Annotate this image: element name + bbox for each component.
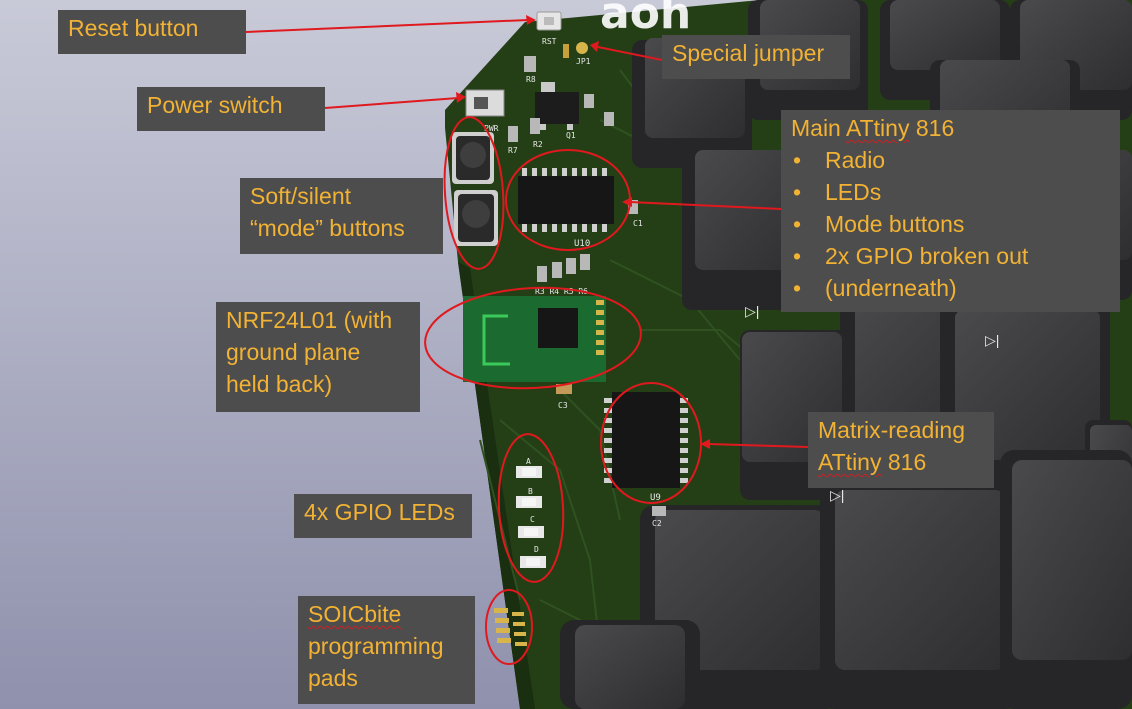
gpio-leds: A B C D [516, 457, 546, 568]
label-main-mcu-title: Main ATtiny 816 [791, 112, 1110, 144]
main-mcu-list: Radio LEDs Mode buttons 2x GPIO broken o… [791, 144, 1110, 304]
silk-jp1: JP1 [576, 57, 591, 66]
label-special-jumper: Special jumper [662, 35, 850, 79]
matrix-chip: ATtiny [818, 449, 882, 475]
keycap [820, 480, 1020, 709]
main-mcu-item: LEDs [791, 176, 1110, 208]
label-nrf-line: ground plane [226, 339, 361, 365]
keycap [560, 620, 700, 709]
diode-mark: ▷| [985, 332, 999, 348]
silk-led-b: B [528, 487, 533, 496]
main-attiny-u10: U10 [518, 168, 614, 249]
annotations [245, 15, 809, 665]
resistors-r3-r6 [537, 254, 590, 282]
capacitor-c1 [628, 200, 638, 214]
silk-c2: C2 [652, 519, 662, 528]
silk-r8: R8 [526, 75, 536, 84]
label-mode-buttons-line: “mode” buttons [250, 215, 405, 241]
highlight-mode-buttons [443, 116, 505, 270]
matrix-chip-suffix: 816 [881, 449, 927, 475]
diode-mark: ▷| [830, 487, 844, 503]
mode-button-bottom [454, 190, 498, 246]
label-gpio-leds: 4x GPIO LEDs [294, 494, 472, 538]
silk-led-a: A [526, 457, 531, 466]
label-soicbite: SOICbite programming pads [298, 596, 475, 704]
silk-r2: R2 [533, 140, 543, 149]
highlight-nrf [424, 286, 642, 390]
resistor-r8: R8 [524, 56, 536, 84]
transistor-q1: Q1 [535, 82, 579, 140]
label-power-switch: Power switch [137, 87, 325, 131]
matrix-attiny-u9: U9 [604, 392, 688, 503]
main-mcu-title-suffix: 816 [909, 115, 955, 141]
label-power-switch-text: Power switch [147, 92, 283, 118]
main-mcu-title-chip: ATtiny [845, 115, 910, 141]
label-nrf24l01: NRF24L01 (with ground plane held back) [216, 302, 420, 412]
label-matrix-line: ATtiny 816 [818, 446, 984, 478]
special-jumper-part: JP1 [563, 42, 591, 66]
highlight-u9 [600, 382, 702, 504]
diode-mark: ▷| [745, 303, 759, 319]
silk-c1: C1 [633, 219, 643, 228]
svg-text:aoh: aoh [600, 0, 691, 39]
label-mode-buttons-line: Soft/silent [250, 183, 351, 209]
resistor [604, 112, 614, 126]
arrow-power [324, 92, 466, 109]
silk-led-d: D [534, 545, 539, 554]
highlight-gpio-leds [497, 433, 565, 583]
arrow-matrix [700, 439, 809, 449]
silk-rst: RST [542, 37, 557, 46]
resistor-r2 [530, 118, 540, 134]
silk-r3-r6: R3 R4 R5 R6 [535, 287, 588, 296]
silk-led-c: C [530, 515, 535, 524]
main-mcu-item: Mode buttons [791, 208, 1110, 240]
arrow-jumper [590, 41, 663, 61]
silk-c3: C3 [558, 401, 568, 410]
label-soicbite-line: programming [308, 633, 444, 659]
highlight-soicbite [485, 589, 533, 665]
main-mcu-item: Radio [791, 144, 1110, 176]
label-soicbite-line: SOICbite [308, 601, 402, 627]
main-mcu-title-prefix: Main [791, 115, 846, 141]
resistor [584, 94, 594, 108]
nrf24l01-module [463, 296, 606, 382]
keycap [1000, 450, 1132, 709]
label-gpio-leds-text: 4x GPIO LEDs [304, 499, 455, 525]
label-matrix-line: Matrix-reading [818, 417, 965, 443]
soicbite-pads [494, 608, 527, 646]
label-matrix-mcu: Matrix-reading ATtiny 816 [808, 412, 994, 488]
silk-r7: R7 [508, 146, 518, 155]
arrow-main-mcu [622, 197, 782, 210]
capacitor-c3 [556, 384, 572, 394]
label-mode-buttons: Soft/silent “mode” buttons [240, 178, 443, 254]
label-reset-button: Reset button [58, 10, 246, 54]
label-main-mcu: Main ATtiny 816 Radio LEDs Mode buttons … [781, 110, 1120, 312]
components: RST JP1 R8 Q1 R2 R7 [452, 11, 688, 646]
silk-u10: U10 [574, 239, 590, 249]
label-soicbite-line: pads [308, 665, 358, 691]
capacitor-c2 [652, 506, 666, 516]
label-nrf-line: NRF24L01 (with [226, 307, 393, 333]
silk-q1: Q1 [566, 131, 576, 140]
reset-button-part: RST [536, 11, 562, 46]
main-mcu-item: 2x GPIO broken out [791, 240, 1110, 272]
main-mcu-item: (underneath) [791, 272, 1110, 304]
resistor-r7 [508, 126, 518, 142]
label-nrf-line: held back) [226, 371, 333, 397]
arrow-reset [245, 15, 536, 33]
mode-button-top [452, 132, 494, 184]
label-special-jumper-text: Special jumper [672, 40, 825, 66]
label-reset-text: Reset button [68, 15, 199, 41]
silk-pwr: PWR [484, 124, 499, 133]
silk-u9: U9 [650, 493, 661, 503]
power-switch-part: PWR [465, 89, 505, 133]
